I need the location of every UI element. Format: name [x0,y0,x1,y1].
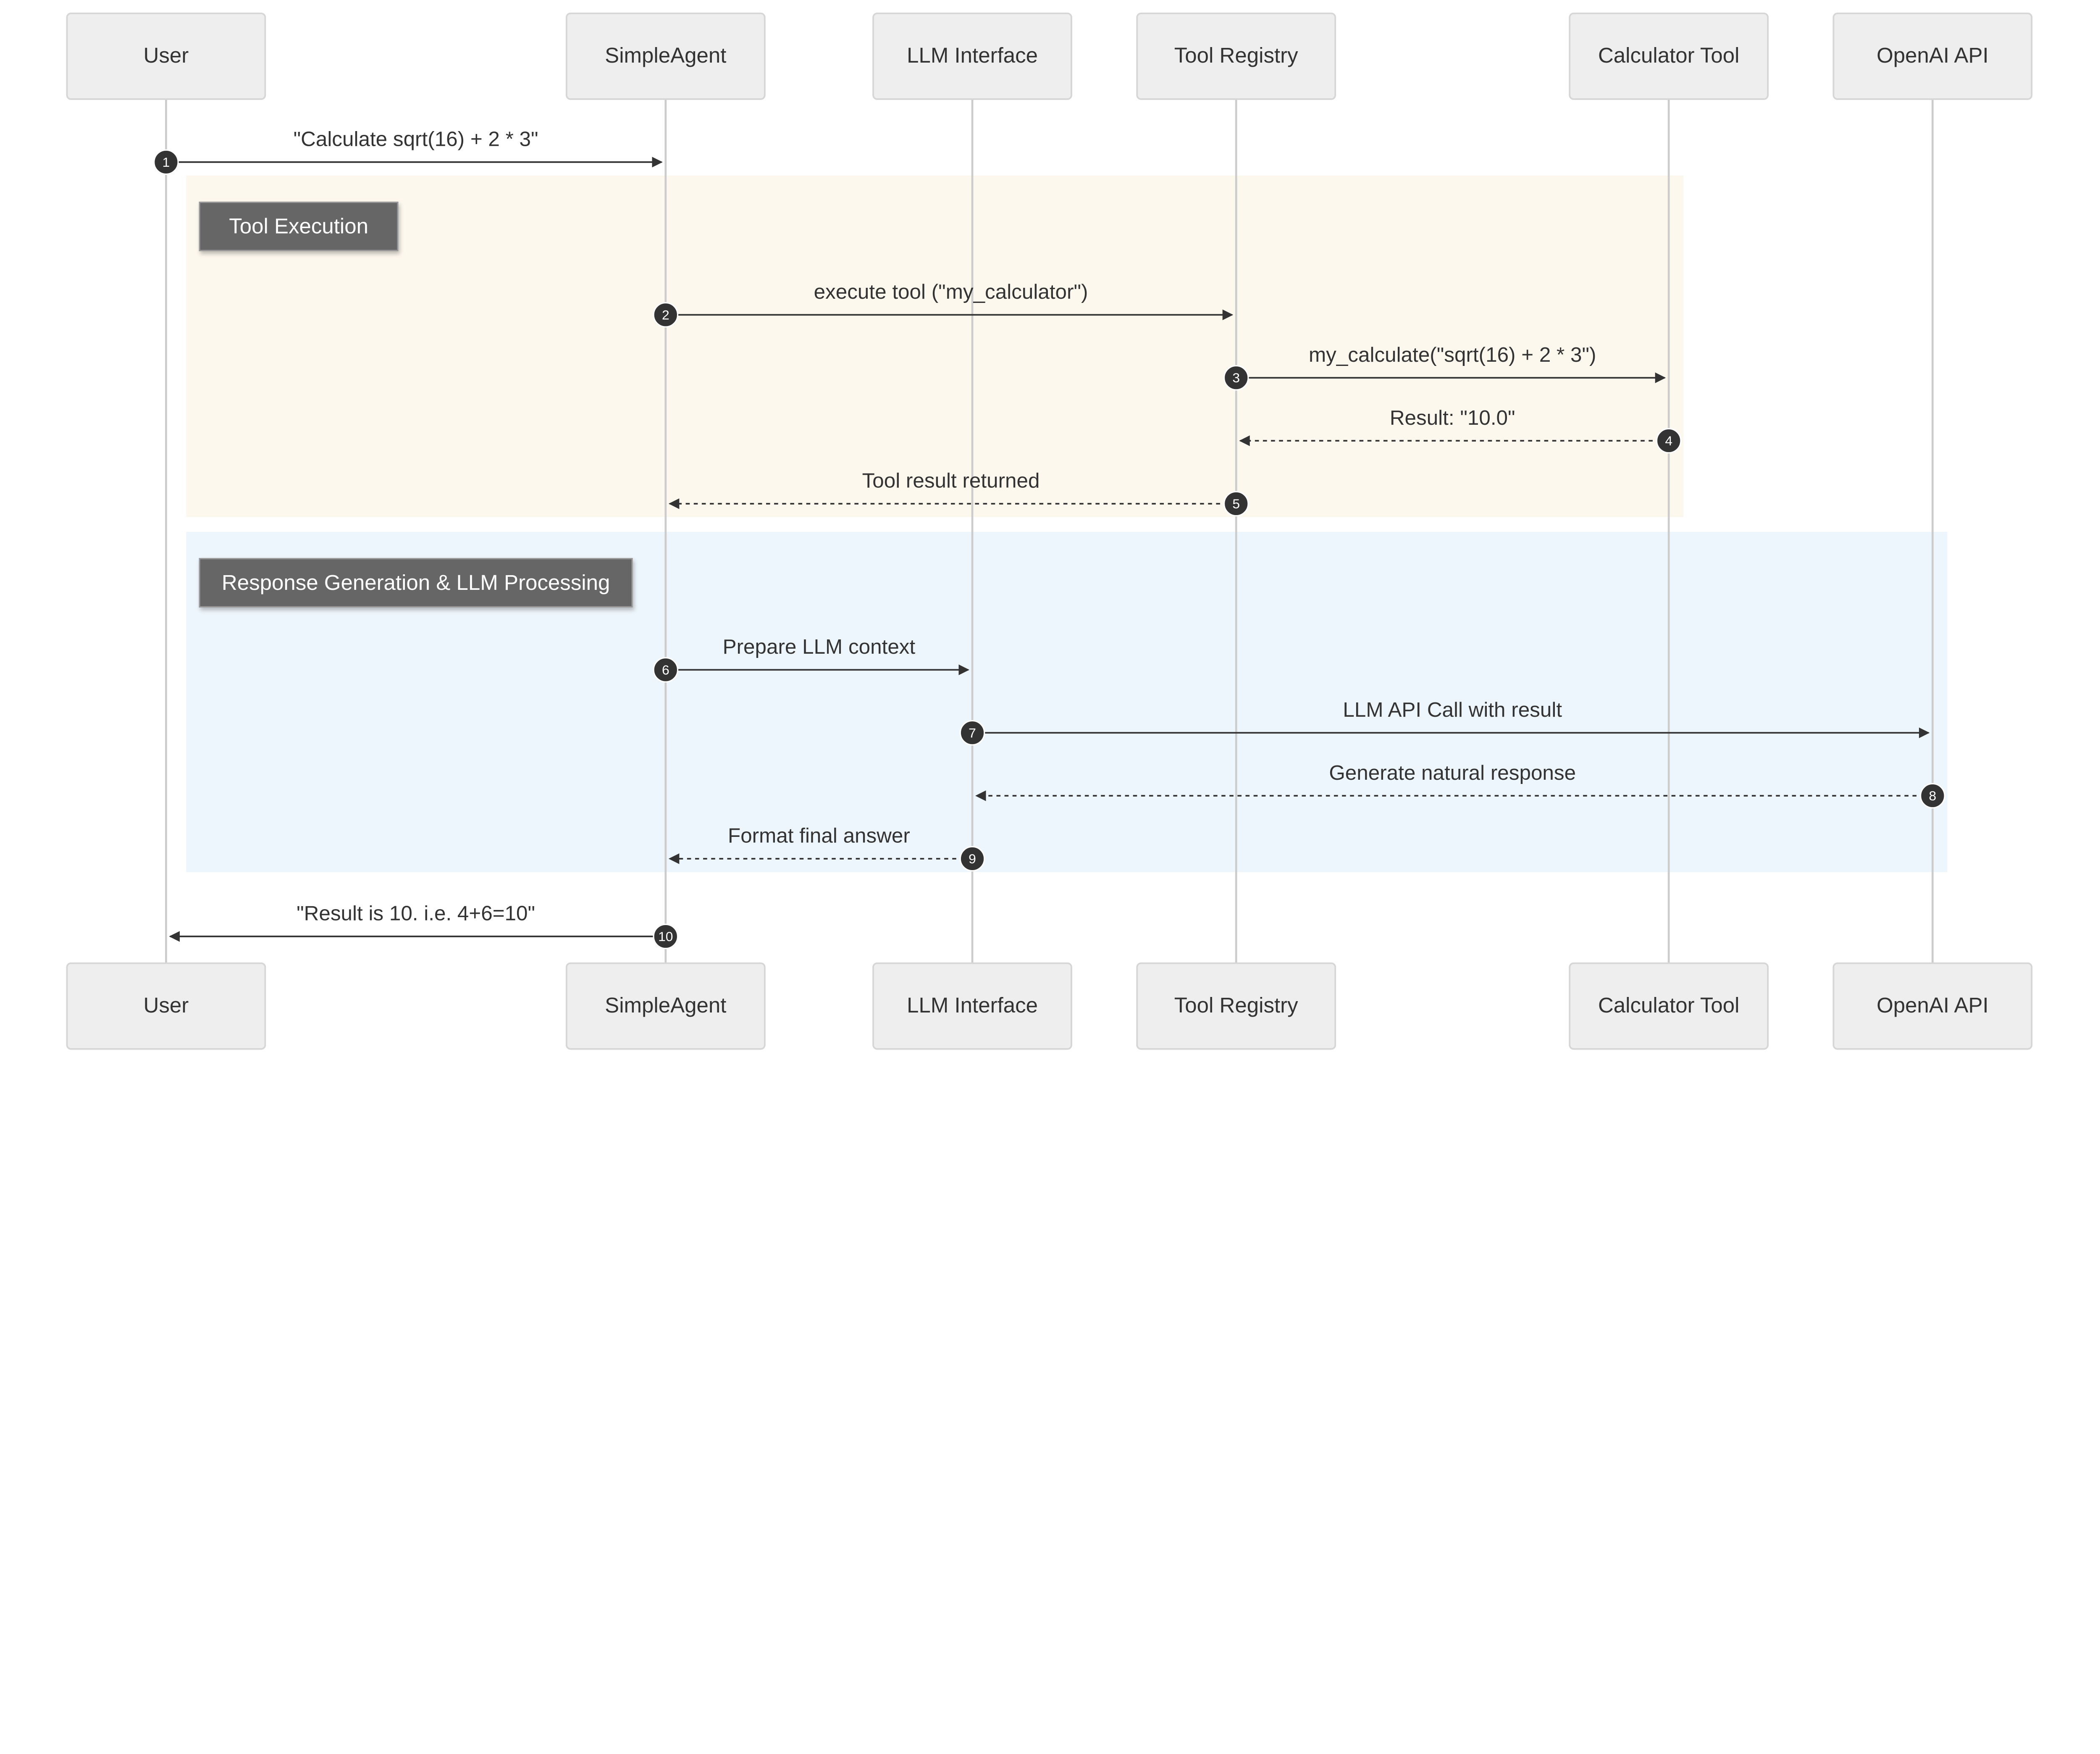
message-7: LLM API Call with result 7 [959,698,1930,746]
actor-calc-bottom[interactable]: Calculator Tool [1569,962,1769,1050]
message-label: my_calculate("sqrt(16) + 2 * 3") [1309,343,1596,366]
actor-label: Calculator Tool [1598,43,1740,67]
actor-user-top[interactable]: User [66,12,266,100]
message-label: Format final answer [728,824,910,847]
actor-agent-top[interactable]: SimpleAgent [565,12,766,100]
sequence-number: 1 [163,155,170,170]
group-background [186,175,1684,517]
group-label-box [199,201,399,251]
actor-label: SimpleAgent [605,993,726,1017]
group-label: Tool Execution [229,214,368,238]
message-label: Tool result returned [862,469,1040,492]
sequence-number-badge [959,846,985,872]
actor-box [1832,962,2033,1050]
group-frame: Response Generation & LLM Processing [186,531,1948,872]
actor-calc-top[interactable]: Calculator Tool [1569,12,1769,100]
sequence-number-badge [653,657,679,683]
actor-box [565,962,766,1050]
actor-label: Tool Registry [1174,993,1298,1017]
lifelines-layer [165,97,1934,963]
actor-label: SimpleAgent [605,43,726,67]
sequence-number: 6 [662,662,669,677]
message-4: Result: "10.0" 4 [1239,406,1682,454]
actor-box [66,12,266,100]
group-frame: Tool Execution [186,175,1684,517]
actor-llm-bottom[interactable]: LLM Interface [872,962,1072,1050]
actor-label: OpenAI API [1877,993,1989,1017]
message-10: "Result is 10. i.e. 4+6=10" 10 [169,902,679,949]
sequence-number-badge [653,302,679,328]
message-3: my_calculate("sqrt(16) + 2 * 3") 3 [1223,343,1666,391]
actor-label: LLM Interface [907,43,1038,67]
message-label: LLM API Call with result [1343,698,1562,721]
sequence-number: 3 [1232,370,1240,385]
sequence-number-badge [653,923,679,949]
actor-label: LLM Interface [907,993,1038,1017]
group-label: Response Generation & LLM Processing [222,571,610,594]
sequence-number-badge [153,149,179,175]
sequence-number-badge [959,720,985,746]
message-label: "Calculate sqrt(16) + 2 * 3" [294,128,538,151]
sequence-number-badge [1223,365,1249,391]
actor-box [1136,962,1336,1050]
messages-layer: "Calculate sqrt(16) + 2 * 3" 1 execute too… [153,128,1945,949]
group-label-box [199,558,633,608]
message-label: Generate natural response [1329,761,1576,784]
actor-user-bottom[interactable]: User [66,962,266,1050]
actor-box [1136,12,1336,100]
actor-llm-top[interactable]: LLM Interface [872,12,1072,100]
actor-label: Tool Registry [1174,43,1298,67]
sequence-number: 9 [969,851,976,866]
message-9: Format final answer 9 [668,824,985,872]
message-8: Generate natural response 8 [975,761,1945,809]
sequence-number: 10 [658,929,673,944]
message-label: "Result is 10. i.e. 4+6=10" [297,902,535,925]
actor-box [1569,12,1769,100]
actor-openai-top[interactable]: OpenAI API [1832,12,2033,100]
actor-box [565,12,766,100]
message-5: Tool result returned 5 [668,469,1249,517]
actor-box [1569,962,1769,1050]
message-label: execute tool ("my_calculator") [814,280,1088,303]
sequence-number: 4 [1665,433,1672,448]
sequence-number-badge [1920,783,1945,809]
actor-label: Calculator Tool [1598,993,1740,1017]
actor-label: OpenAI API [1877,43,1989,67]
actor-agent-bottom[interactable]: SimpleAgent [565,962,766,1050]
sequence-number-badge [1656,428,1682,454]
actor-label: User [144,43,189,67]
actor-registry-top[interactable]: Tool Registry [1136,12,1336,100]
actor-openai-bottom[interactable]: OpenAI API [1832,962,2033,1050]
message-2: execute tool ("my_calculator") 2 [653,280,1234,328]
actor-registry-bottom[interactable]: Tool Registry [1136,962,1336,1050]
message-label: Result: "10.0" [1390,406,1515,429]
sequence-number: 2 [662,307,669,322]
sequence-number: 5 [1232,496,1240,511]
sequence-number: 7 [969,725,976,740]
message-6: Prepare LLM context 6 [653,635,970,683]
sequence-number-badge [1223,491,1249,517]
actor-box [66,962,266,1050]
actor-box [1832,12,2033,100]
actor-label: User [144,993,189,1017]
message-1: "Calculate sqrt(16) + 2 * 3" 1 [153,128,663,175]
actor-box [872,962,1072,1050]
message-label: Prepare LLM context [723,635,916,658]
actor-box [872,12,1072,100]
sequence-number: 8 [1929,788,1937,803]
